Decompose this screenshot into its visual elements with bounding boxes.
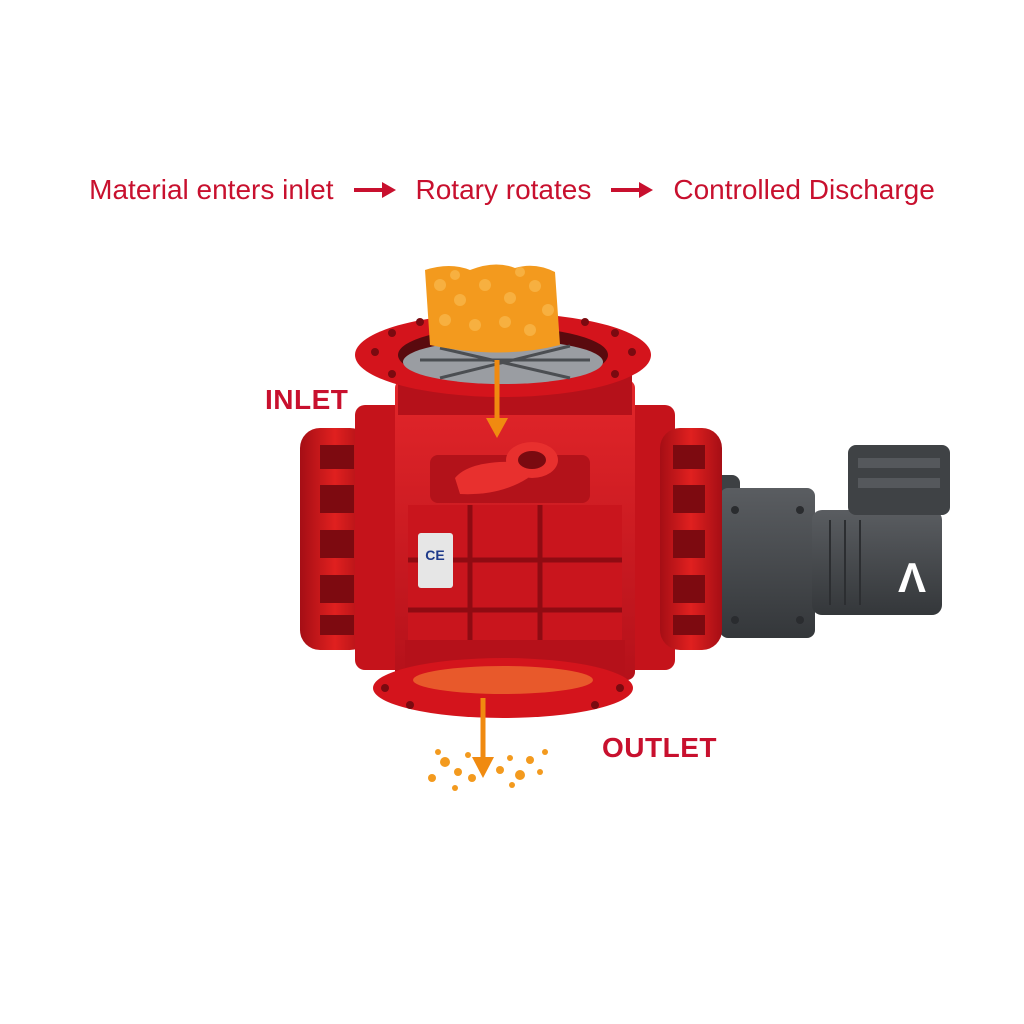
motor-logo-icon: Λ	[898, 554, 926, 601]
flow-step-inlet: Material enters inlet	[89, 174, 334, 205]
flow-step-rotate: Rotary rotates	[415, 174, 592, 205]
bulk-material-pile	[425, 264, 560, 353]
process-flow: Material enters inlet Rotary rotates Con…	[0, 168, 1024, 212]
flow-arrow-2-icon	[611, 182, 654, 198]
outlet-label: OUTLET	[602, 732, 717, 763]
outlet-flow-arrow-icon	[472, 698, 494, 778]
inlet-flow-arrow-icon	[486, 360, 508, 438]
inlet-flange	[355, 313, 651, 415]
flow-arrow-1-icon	[353, 182, 396, 198]
left-end-cover	[300, 405, 405, 670]
drive-motor	[700, 445, 950, 638]
flow-step-discharge: Controlled Discharge	[673, 174, 935, 205]
ce-plate	[418, 533, 453, 588]
outlet-flange	[373, 640, 633, 718]
ce-mark: CE	[425, 547, 444, 563]
right-end-cover	[625, 405, 722, 670]
inlet-label: INLET	[265, 384, 349, 415]
valve-housing	[395, 380, 635, 680]
discharged-particles	[428, 749, 548, 791]
